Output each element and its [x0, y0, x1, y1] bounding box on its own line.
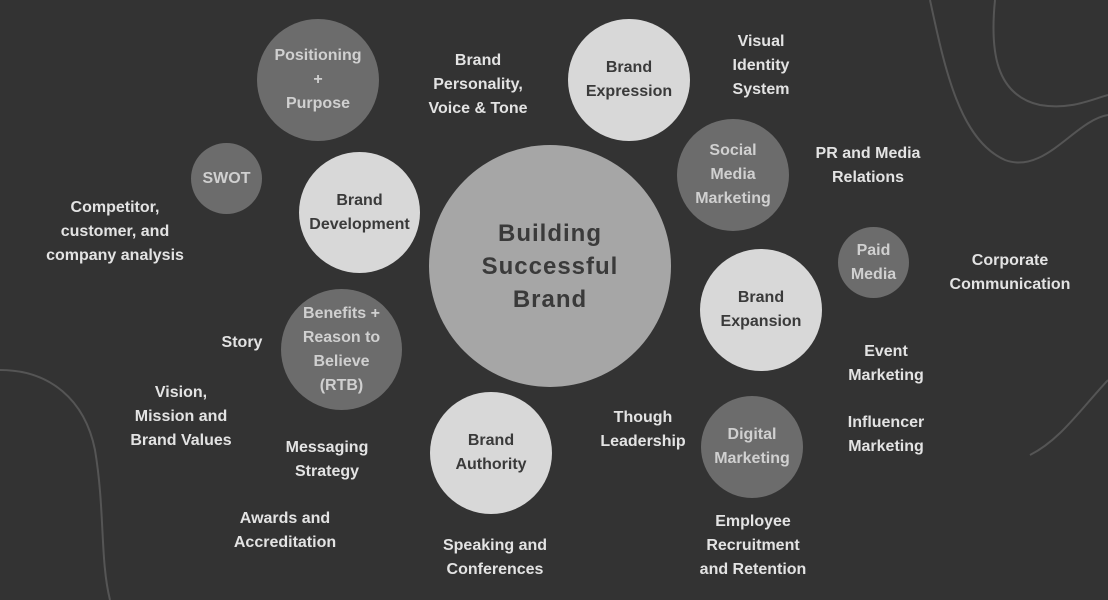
awards-label: Awards and Accreditation — [233, 510, 337, 551]
influencer-marketing-label: Influencer Marketing — [847, 414, 925, 455]
curve-top-right-2 — [992, 0, 1108, 108]
brand-expansion-text: Brand Expansion — [720, 289, 802, 330]
corporate-communication-label: Corporate Communication — [949, 252, 1071, 293]
messaging-strategy-label: Messaging Strategy — [285, 439, 369, 480]
positioning-purpose-bubble: Positioning + Purpose — [257, 19, 379, 141]
vision-mission-label: Vision, Mission and Brand Values — [130, 384, 232, 449]
brand-development-text: Brand Development — [309, 191, 410, 233]
brand-expression-text: Brand Expression — [585, 59, 673, 100]
positioning-purpose-text: Positioning + Purpose — [274, 47, 362, 112]
brand-development-bubble: Brand Development — [299, 152, 420, 273]
social-media-marketing-bubble: Social Media Marketing — [677, 119, 789, 231]
though-leadership-label: Though Leadership — [600, 409, 686, 450]
digital-marketing-bubble: Digital Marketing — [701, 396, 803, 498]
paid-media-text: Paid Media — [850, 241, 897, 283]
story-label: Story — [221, 334, 263, 351]
brand-authority-bubble: Brand Authority — [430, 392, 552, 514]
brand-authority-text: Brand Authority — [455, 432, 527, 473]
pr-media-label: PR and Media Relations — [815, 145, 921, 186]
brand-personality-label: Brand Personality, Voice & Tone — [428, 52, 528, 117]
brand-expression-bubble: Brand Expression — [568, 19, 690, 141]
speaking-label: Speaking and Conferences — [442, 537, 548, 578]
swot-text: SWOT — [202, 169, 251, 187]
benefits-rtb-bubble: Benefits + Reason to Believe (RTB) — [281, 289, 402, 410]
center-text: Building Successful Brand — [481, 219, 619, 313]
center-bubble: Building Successful Brand — [429, 145, 671, 387]
curve-bottom-left — [0, 369, 111, 600]
swot-bubble: SWOT — [191, 143, 262, 214]
brand-expansion-bubble: Brand Expansion — [700, 249, 822, 371]
visual-identity-label: Visual Identity System — [732, 33, 790, 98]
event-marketing-label: Event Marketing — [848, 343, 924, 384]
curve-right-bottom — [1029, 379, 1108, 456]
benefits-rtb-text: Benefits + Reason to Believe (RTB) — [302, 304, 381, 394]
digital-marketing-text: Digital Marketing — [714, 426, 790, 467]
competitor-analysis-label: Competitor, customer, and company analys… — [46, 199, 184, 264]
curve-top-right-1 — [929, 0, 1108, 164]
paid-media-bubble: Paid Media — [838, 227, 909, 298]
employee-recruitment-label: Employee Recruitment and Retention — [699, 513, 807, 578]
social-media-marketing-text: Social Media Marketing — [695, 142, 771, 207]
